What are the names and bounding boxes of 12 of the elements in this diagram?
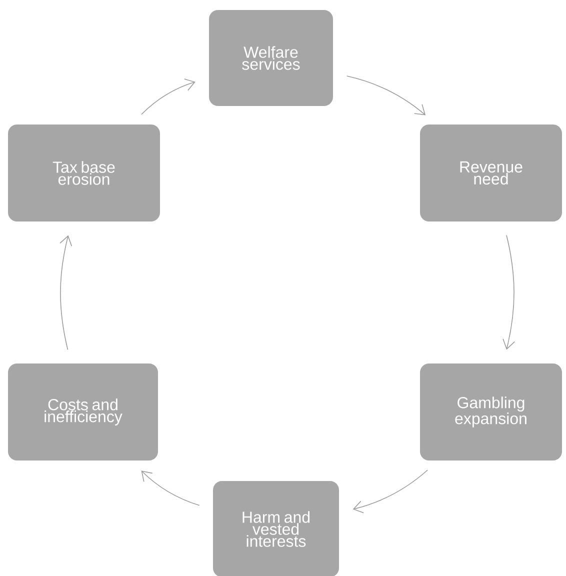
process-box: Gambling expansion (420, 364, 562, 460)
process-box: Revenue need (420, 124, 562, 222)
process-box: Harm and vested interests (213, 481, 339, 576)
process-box: Costs and inefficiency (8, 364, 158, 460)
arrow (141, 470, 200, 506)
arrow (346, 76, 426, 116)
process-box: Tax base erosion (8, 124, 160, 222)
arrow (60, 235, 72, 350)
arrow (352, 470, 428, 514)
arrow (502, 234, 516, 350)
arrow (141, 78, 196, 115)
process-box: Welfare services (209, 10, 333, 106)
